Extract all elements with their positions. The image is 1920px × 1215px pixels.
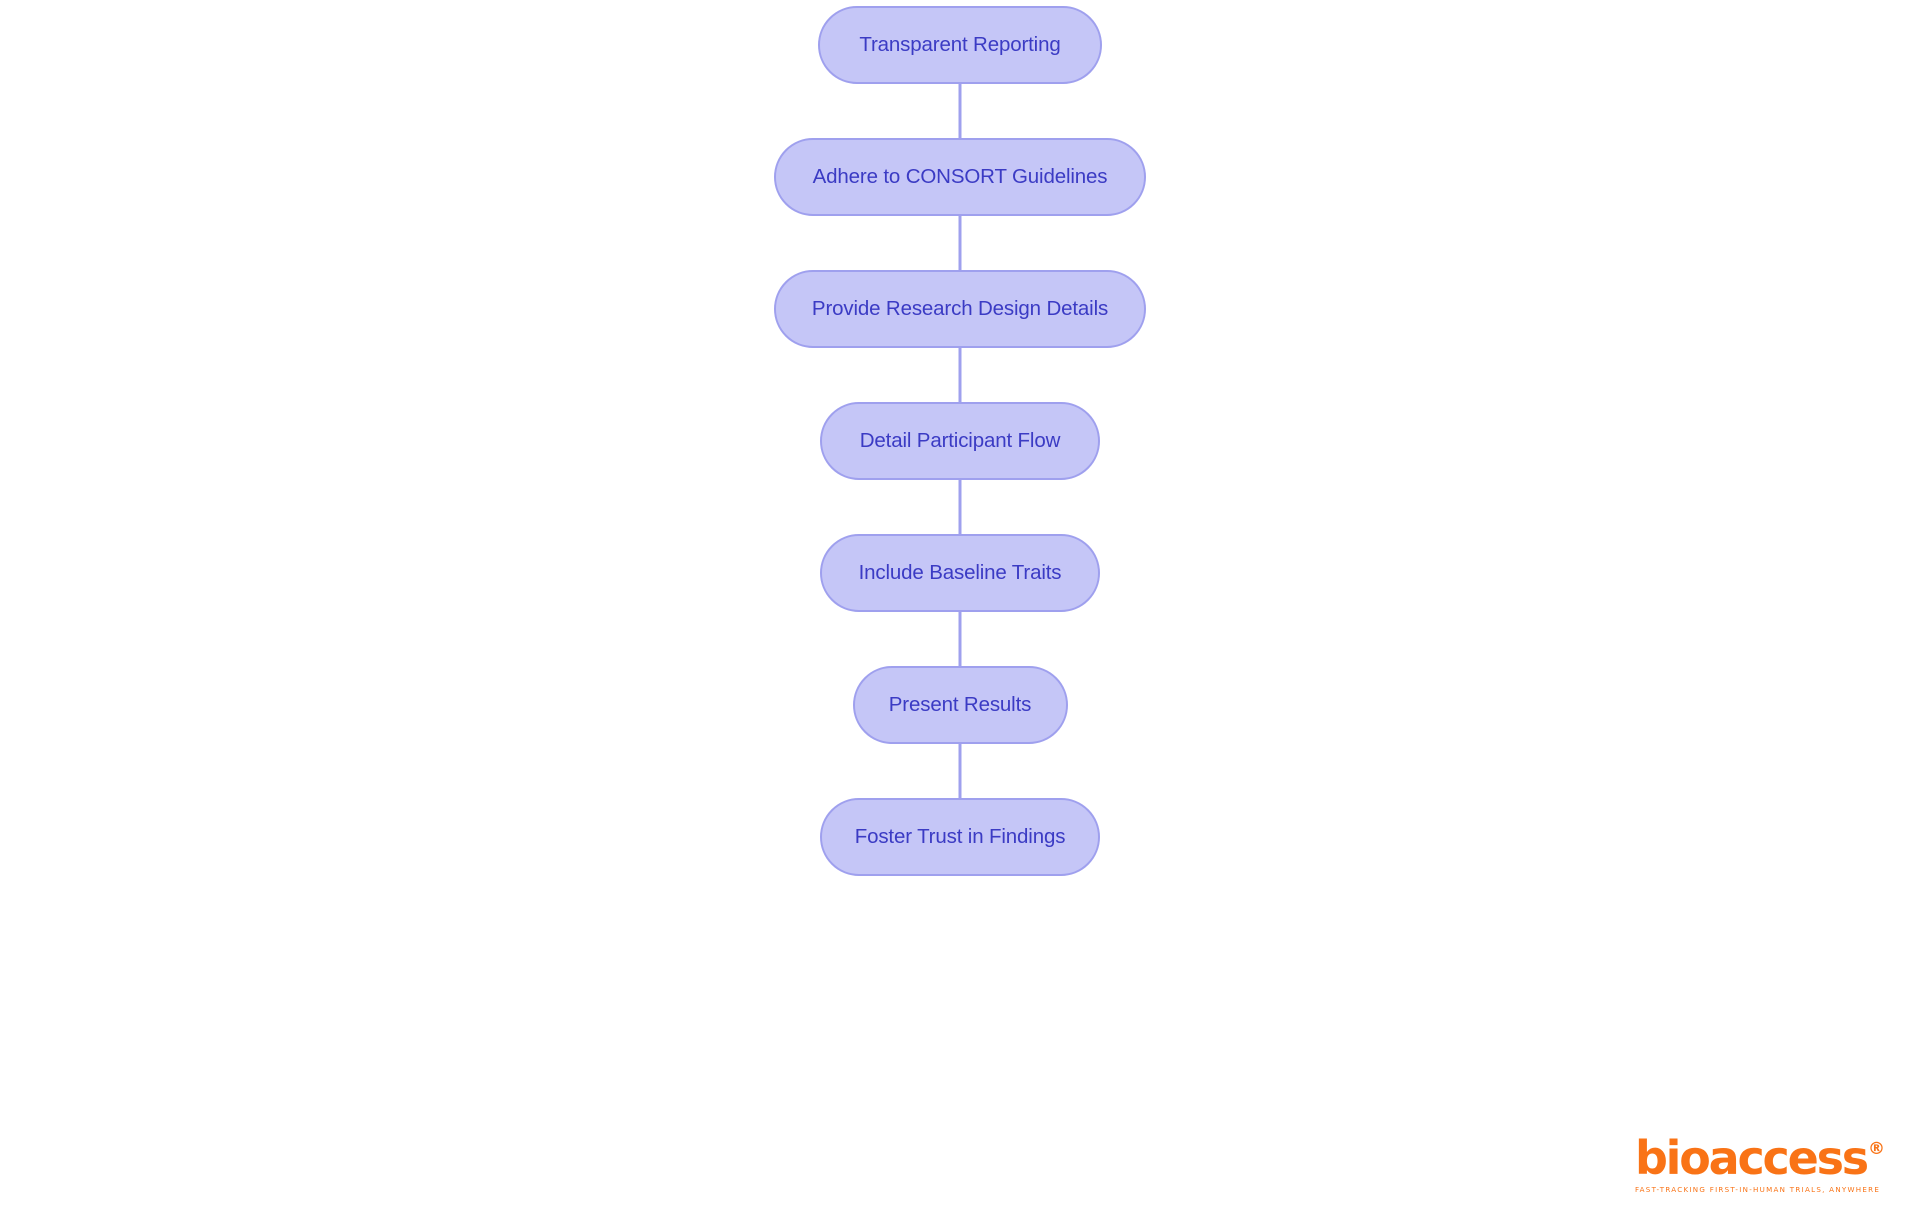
flow-node-transparent-reporting[interactable]: Transparent Reporting [818,6,1102,84]
flow-node-include-baseline-traits[interactable]: Include Baseline Traits [820,534,1100,612]
flow-node-label: Foster Trust in Findings [854,824,1066,848]
connector-stem [958,480,962,551]
flow-node-detail-participant-flow[interactable]: Detail Participant Flow [820,402,1100,480]
connector-stem [958,744,962,815]
connector-stem [958,348,962,419]
flow-node-row: Present Results [0,666,1920,744]
connector-stem [958,216,962,287]
flow-node-present-results[interactable]: Present Results [852,666,1068,744]
brand-tagline: FAST-TRACKING FIRST-IN-HUMAN TRIALS, ANY… [1634,1184,1881,1194]
flow-node-label: Present Results [888,692,1032,716]
flow-node-row: Include Baseline Traits [0,534,1920,612]
connector-stem [958,84,962,155]
brand-wordmark-text: bioaccess [1634,1130,1869,1185]
bioaccess-logo: bioaccess® FAST-TRACKING FIRST-IN-HUMAN … [1634,1130,1885,1194]
flow-node-row: Detail Participant Flow [0,402,1920,480]
flow-node-label: Include Baseline Traits [858,560,1062,584]
flow-node-row: Foster Trust in Findings [0,798,1920,876]
flow-node-row: Adhere to CONSORT Guidelines [0,138,1920,216]
brand-wordmark-row: bioaccess® [1634,1130,1885,1185]
flow-node-row: Transparent Reporting [0,6,1920,84]
flow-node-adhere-to-consort-guidelines[interactable]: Adhere to CONSORT Guidelines [774,138,1146,216]
flow-node-label: Transparent Reporting [859,32,1061,56]
flow-node-provide-research-design-details[interactable]: Provide Research Design Details [774,270,1146,348]
registered-trademark-icon: ® [1868,1138,1885,1159]
connector-stem [958,612,962,683]
flow-node-row: Provide Research Design Details [0,270,1920,348]
flow-node-label: Provide Research Design Details [811,296,1109,320]
flow-node-label: Detail Participant Flow [859,428,1061,452]
flow-node-label: Adhere to CONSORT Guidelines [812,164,1108,188]
flow-node-foster-trust-in-findings[interactable]: Foster Trust in Findings [820,798,1100,876]
